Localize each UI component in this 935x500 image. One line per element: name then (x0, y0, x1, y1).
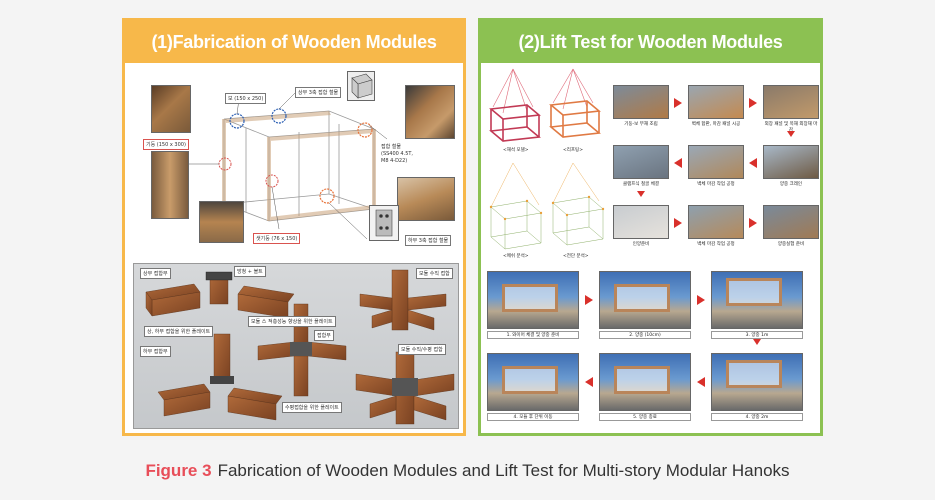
joint-hardware-spec2: M8 4-D22) (381, 158, 408, 164)
frame-drawing: 보 (150 x 250) 상부 3축 접합 철물 기둥 (150 x 300)… (129, 69, 461, 257)
module-box (502, 284, 558, 312)
construction-step-photo (688, 85, 744, 119)
beam-label: 보 (150 x 250) (225, 93, 267, 104)
upper-joint-label: 상부 3축 접합 철물 (295, 87, 342, 98)
module-joint-label: 모듈 수직 접합 (416, 268, 453, 279)
construction-step-label: 클램프식 철골 체결 (623, 182, 659, 187)
bolt-label: 방청 + 볼트 (234, 266, 266, 277)
lower-joint-label: 하부 3축 접합 철물 (405, 235, 452, 246)
lower-section-label: 하부 접합부 (140, 346, 171, 357)
lift-step-photo (599, 271, 691, 329)
arrow-right-icon (585, 295, 593, 305)
figure-caption: Figure 3 Fabrication of Wooden Modules an… (0, 461, 935, 481)
upper-lower-plate-label: 상, 하부 접합을 위한 플레이트 (144, 326, 214, 337)
lift-step-photo (487, 353, 579, 411)
arrow-down-icon (637, 191, 645, 197)
lift-test-panel-title: (2)Lift Test for Wooden Modules (481, 21, 820, 63)
lift-step-photo (711, 353, 803, 411)
mesh-analysis-label: <메쉬 분석> (503, 254, 529, 259)
arrow-left-icon (585, 377, 593, 387)
lift-analysis-diagrams (489, 68, 605, 250)
construction-step-photo (613, 145, 669, 179)
upper-plate (205, 271, 233, 281)
module-vh-joint-label: 모듈 수직/수평 접합 (398, 344, 446, 355)
construction-step-label: 외장 패널 및 목재 외장재 마감 (764, 122, 818, 133)
fabrication-panel: (1)Fabrication of Wooden Modules (122, 18, 466, 436)
joint-renderings: 상부 접합부 방청 + 볼트 모듈 스 적층성능 향상을 위한 플레이트 상, … (133, 263, 459, 429)
stud-label: 샛기둥 (76 x 150) (253, 233, 301, 244)
module-box (614, 366, 670, 394)
bracket-lower-icon (375, 209, 393, 237)
lift-test-panel: (2)Lift Test for Wooden Modules (478, 18, 823, 436)
module-box (726, 278, 782, 306)
lift-test-panel-body: <해석 모델> <리프팅> <메쉬 분석> <전단 분석> 기둥-보 부재 조립… (481, 63, 820, 433)
figure-number: Figure 3 (145, 461, 212, 480)
joint-hardware-spec: (SS400 4.5T, (381, 151, 414, 157)
module-box (614, 284, 670, 312)
construction-step-label: 벽체 마감 작업 공정 (697, 242, 735, 247)
arrow-right-icon (749, 218, 757, 228)
module-box (726, 360, 782, 388)
right-plate (392, 378, 418, 396)
arrow-right-icon (674, 218, 682, 228)
construction-step-photo (688, 205, 744, 239)
arrow-left-icon (674, 158, 682, 168)
construction-step-label: 벽체 합판, 마감 패널 시공 (691, 122, 741, 127)
lift-step-label: 1. 와이어 체결 및 양중 준비 (487, 331, 579, 339)
lift-step-photo (599, 353, 691, 411)
module-box (502, 366, 558, 394)
construction-step-photo (763, 85, 819, 119)
arrow-right-icon (674, 98, 682, 108)
lift-step-label: 4. 모듈 후 단위 이동 (487, 413, 579, 421)
analysis-model-label: <해석 모델> (503, 148, 529, 153)
lift-step-label: 5. 양중 종료 (599, 413, 691, 421)
beam-joint-photo (151, 85, 191, 133)
construction-step-grid: 기둥-보 부재 조립 벽체 합판, 마감 패널 시공 외장 패널 및 목재 외장재 … (613, 85, 819, 265)
construction-step-label: 인양준비 (632, 242, 650, 247)
arrow-left-icon (697, 377, 705, 387)
upper-section-label: 상부 접합부 (140, 268, 171, 279)
upper-corner-photo (405, 85, 455, 139)
center-plate (290, 342, 312, 356)
plate-note-label: 모듈 스 적층성능 향상을 위한 플레이트 (248, 316, 336, 327)
figure-title: Fabrication of Wooden Modules and Lift T… (217, 461, 790, 480)
construction-step-label: 벽체 마감 작업 공정 (697, 182, 735, 187)
lower-bracket-drawing (369, 205, 399, 241)
construction-step-photo (763, 145, 819, 179)
joint-renderings-svg (145, 269, 455, 425)
frame-line-drawing (184, 90, 388, 240)
metal-bracket-drawing (347, 71, 375, 101)
construction-step-photo (688, 145, 744, 179)
construction-step-photo (613, 205, 669, 239)
fabrication-panel-body: 보 (150 x 250) 상부 3축 접합 철물 기둥 (150 x 300)… (125, 63, 463, 433)
stud-joint-photo (199, 201, 244, 243)
lower-plate (210, 376, 234, 384)
construction-step-label: 양중 크레인 (779, 182, 803, 187)
lifting-label: <리프팅> (563, 148, 583, 153)
lower-corner-photo (397, 177, 455, 221)
fabrication-panel-title: (1)Fabrication of Wooden Modules (125, 21, 463, 63)
lift-step-photo (487, 271, 579, 329)
joint-hardware-label: 접합 철물 (381, 144, 401, 150)
column-photo (151, 151, 189, 219)
horizontal-plate-label: 수평접합을 위한 플레이트 (282, 402, 342, 413)
lift-step-label: 3. 양중 1m (711, 331, 803, 339)
lift-step-grid: 1. 와이어 체결 및 양중 준비 2. 양중 (10cm) 3. 양중 1m 4. … (487, 271, 819, 429)
construction-step-photo (763, 205, 819, 239)
arrow-right-icon (697, 295, 705, 305)
bracket-icon (351, 73, 373, 99)
arrow-left-icon (749, 158, 757, 168)
column-label: 기둥 (150 x 300) (143, 139, 189, 150)
construction-step-photo (613, 85, 669, 119)
construction-step-label: 양중실험 준비 (777, 242, 805, 247)
construction-step-label: 기둥-보 부재 조립 (624, 122, 658, 127)
arrow-down-icon (787, 131, 795, 137)
arrow-down-icon (753, 339, 761, 345)
arrow-right-icon (749, 98, 757, 108)
center-joint-label: 접합부 (314, 330, 334, 341)
lift-step-label: 4. 양중 2m (711, 413, 803, 421)
shear-analysis-label: <전단 분석> (563, 254, 589, 259)
lift-step-photo (711, 271, 803, 329)
lift-step-label: 2. 양중 (10cm) (599, 331, 691, 339)
